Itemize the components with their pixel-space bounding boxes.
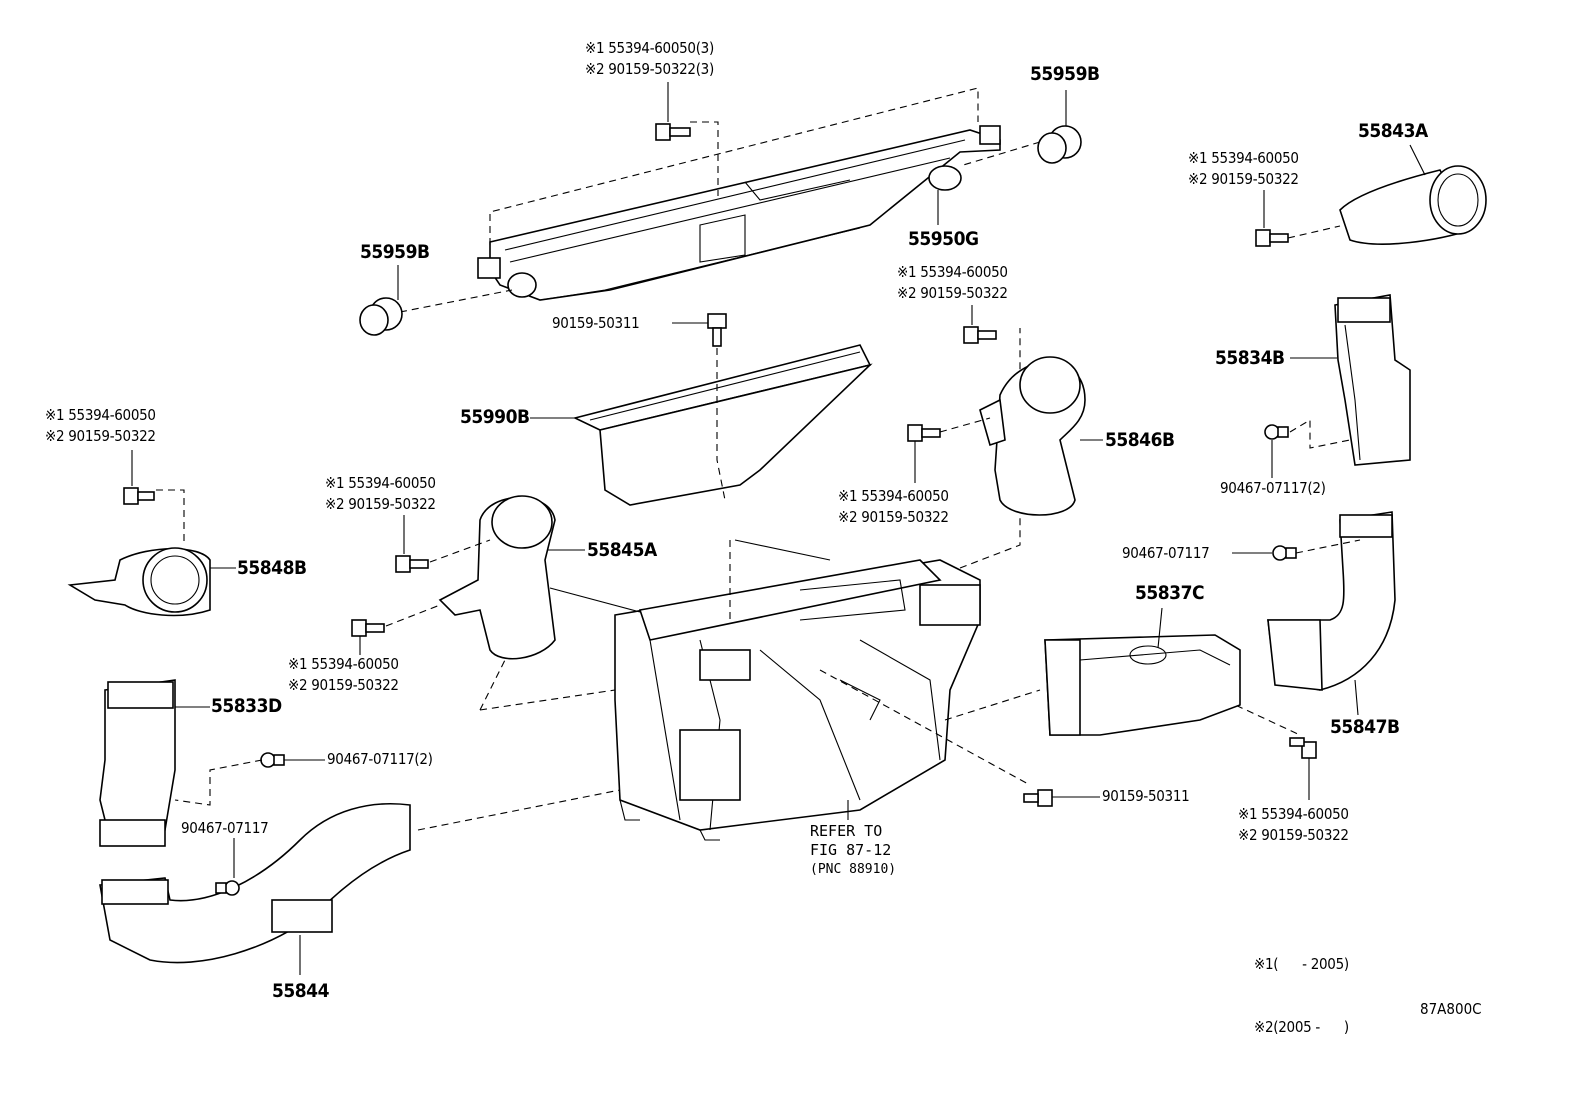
callout-lower-right: ※1 55394-60050 ※2 90159-50322 [1238,804,1349,846]
legend: ※1( - 2005) ※2(2005 - ) [1254,912,1349,1059]
callout-lower-left-line1: ※1 55394-60050 [288,655,399,673]
duct-55843a [1339,144,1487,245]
label-55844: 55844 [272,980,329,1002]
callout-mid-right: ※1 55394-60050 ※2 90159-50322 [897,262,1008,304]
label-90467-07117-2-right: 90467-07117(2) [1220,479,1326,497]
callout-center: ※1 55394-60050 ※2 90159-50322 [838,486,949,528]
label-55837c: 55837C [1135,582,1205,604]
bolt-top [655,82,691,141]
clip-55847b [1232,539,1361,561]
bolt-55837c [1289,737,1317,800]
callout-left-mid: ※1 55394-60050 ※2 90159-50322 [325,473,436,515]
duct-55847b [1267,511,1396,716]
duct-55834b [1290,294,1411,466]
heater-unit [549,539,981,841]
label-55990b: 55990B [460,406,530,428]
label-55833d: 55833D [211,695,282,717]
clip-55834b [1264,419,1351,478]
label-55847b: 55847B [1330,716,1400,738]
label-55846b: 55846B [1105,429,1175,451]
callout-right-top-line2: ※2 90159-50322 [1188,170,1299,188]
label-55834b: 55834B [1215,347,1285,369]
callout-center-line1: ※1 55394-60050 [838,487,949,505]
label-90467-07117-left: 90467-07117 [181,819,269,837]
label-55848b: 55848B [237,557,307,579]
callout-lower-left-line2: ※2 90159-50322 [288,676,399,694]
bolt-55848b [123,450,185,545]
clip-55844 [215,838,240,896]
callout-lower-right-line1: ※1 55394-60050 [1238,805,1349,823]
label-55959b-top: 55959B [1030,63,1100,85]
callout-left: ※1 55394-60050 ※2 90159-50322 [45,405,156,447]
legend-line1: ※1( - 2005) [1254,955,1349,973]
callout-right-top: ※1 55394-60050 ※2 90159-50322 [1188,148,1299,190]
label-90159-50311-bottom: 90159-50311 [1102,787,1190,805]
refer-line2: FIG 87-12 [810,841,892,859]
callout-left-line1: ※1 55394-60050 [45,406,156,424]
callout-center-line2: ※2 90159-50322 [838,508,949,526]
label-90467-07117-right: 90467-07117 [1122,544,1210,562]
callout-lower-right-line2: ※2 90159-50322 [1238,826,1349,844]
grommet-55959b-top [1037,90,1082,164]
callout-mid-right-line1: ※1 55394-60050 [897,263,1008,281]
label-55843a: 55843A [1358,120,1428,142]
duct-55845a [438,495,585,660]
clip-55833d [174,752,325,806]
callout-mid-right-line2: ※2 90159-50322 [897,284,1008,302]
bolt-90159-50311-top [672,313,727,501]
bolt-55843a [1255,190,1341,247]
bolt-55845a-lower [351,604,441,655]
duct-55833d [99,679,210,847]
grommet-55959b-left [359,265,403,336]
callout-left-line2: ※2 90159-50322 [45,427,156,445]
duct-55848b [67,547,236,617]
duct-55837c [1044,607,1241,736]
label-55950g: 55950G [908,228,979,250]
callout-right-top-line1: ※1 55394-60050 [1188,149,1299,167]
bolt-55846b [907,417,991,483]
duct-55844 [99,802,411,975]
callout-lower-left: ※1 55394-60050 ※2 90159-50322 [288,654,399,696]
refer-line1: REFER TO [810,822,883,840]
bolt-55845a-upper [395,515,491,573]
refer-note: REFER TO FIG 87-12 (PNC 88910) [810,822,896,879]
legend-line2: ※2(2005 - ) [1254,1018,1349,1036]
callout-top: ※1 55394-60050(3) ※2 90159-50322(3) [585,38,714,80]
duct-55846b [979,356,1103,516]
callout-top-line1: ※1 55394-60050(3) [585,39,714,57]
callout-left-mid-line1: ※1 55394-60050 [325,474,436,492]
label-55959b-left: 55959B [360,241,430,263]
label-55845a: 55845A [587,539,657,561]
refer-line3: (PNC 88910) [810,862,897,877]
callout-top-line2: ※2 90159-50322(3) [585,60,714,78]
label-90159-50311-top: 90159-50311 [552,314,640,332]
figure-code: 87A800C [1420,1000,1482,1018]
duct-55950g [477,125,1001,301]
bolt-55846b-top [963,305,997,344]
callout-left-mid-line2: ※2 90159-50322 [325,495,436,513]
bolt-90159-50311-bottom [1023,789,1100,807]
duct-55990b [530,344,873,506]
label-90467-07117-2-left: 90467-07117(2) [327,750,433,768]
